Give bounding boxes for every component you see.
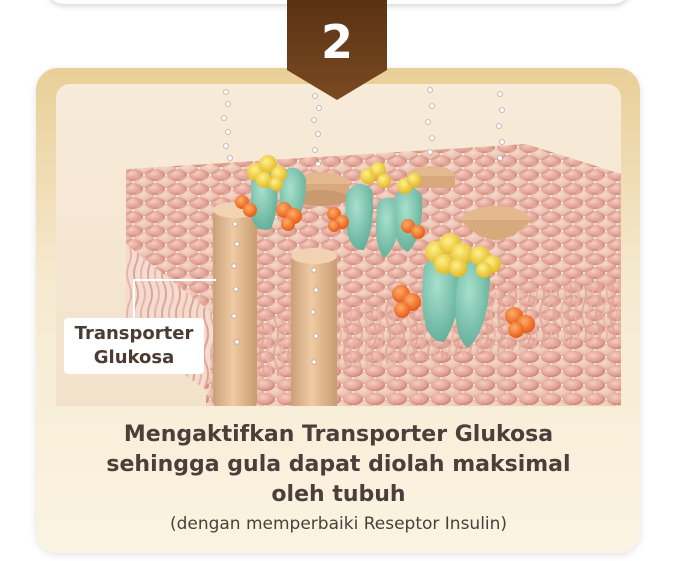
callout-line-2: Glukosa (93, 347, 175, 368)
membrane-illustration (56, 84, 621, 406)
caption: Mengaktifkan Transporter Glukosa sehingg… (60, 420, 617, 536)
step-number: 2 (320, 15, 353, 69)
step-number-badge (287, 0, 387, 100)
transporter-callout: Transporter Glukosa (64, 318, 204, 374)
caption-note: (dengan memperbaiki Reseptor Insulin) (169, 514, 508, 534)
caption-line-1: Mengaktifkan Transporter Glukosa (123, 422, 554, 447)
caption-line-2: sehingga gula dapat diolah maksimal (106, 452, 571, 477)
callout-line-1: Transporter (74, 323, 194, 344)
caption-line-3: oleh tubuh (271, 482, 406, 507)
